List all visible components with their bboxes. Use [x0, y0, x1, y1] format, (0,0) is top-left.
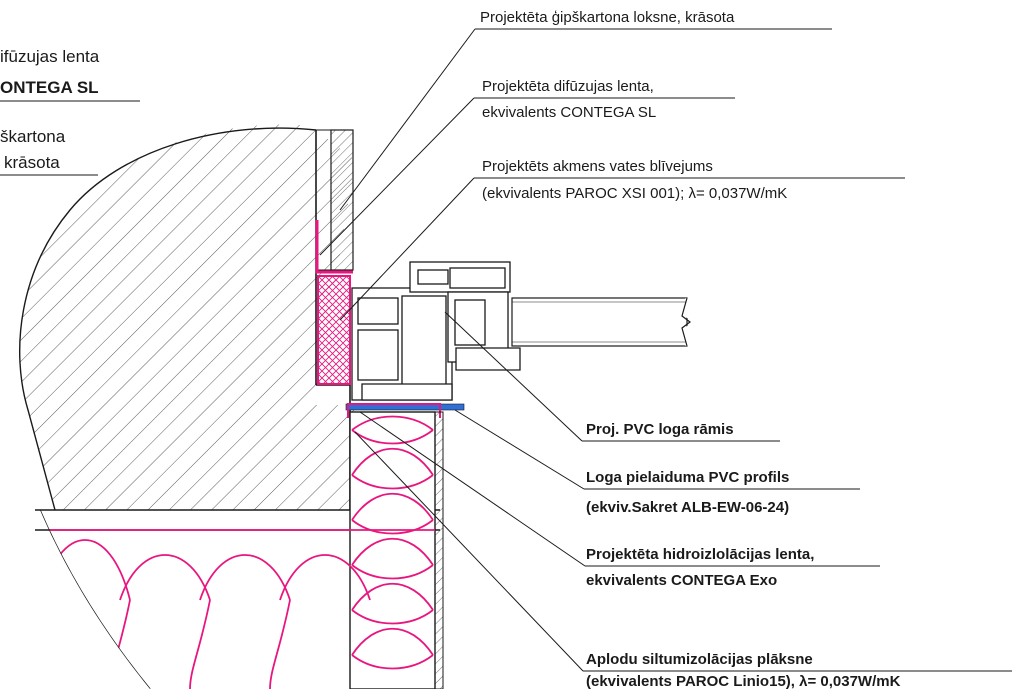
- glass-pane: [511, 297, 698, 347]
- label-sill-profile-2: (ekviv.Sakret ALB-EW-06-24): [586, 499, 789, 516]
- hydro-tape: [347, 403, 441, 418]
- facade-insulation: [40, 510, 435, 689]
- label-sill-profile-1: Loga pielaiduma PVC profils: [586, 469, 789, 486]
- label-insulation-1: Aplodu siltumizolācijas plāksne: [586, 651, 813, 668]
- gypsum-board: [315, 129, 354, 271]
- cropped-label-3: škartona: [0, 127, 66, 146]
- label-hydro-2: ekvivalents CONTEGA Exo: [586, 572, 777, 589]
- cropped-label-2: ONTEGA SL: [0, 78, 99, 97]
- cropped-label-4: krāsota: [4, 153, 60, 172]
- label-gypsum: Projektēta ģipškartona loksne, krāsota: [480, 9, 735, 26]
- pvc-window-frame: [351, 261, 521, 401]
- diffusion-tape: [315, 220, 353, 274]
- label-stone-wool-1: Projektēts akmens vates blīvejums: [482, 158, 713, 175]
- cropped-label-1: ifūzujas lenta: [0, 47, 100, 66]
- label-insulation-2: (ekvivalents PAROC Linio15), λ= 0,037W/m…: [586, 673, 901, 689]
- stone-wool-seal: [317, 275, 351, 385]
- label-stone-wool-2: (ekvivalents PAROC XSI 001); λ= 0,037W/m…: [482, 185, 787, 202]
- sill-insulation: [349, 411, 444, 689]
- label-diffusion-2: ekvivalents CONTEGA SL: [482, 104, 656, 121]
- leader-lines: [0, 28, 1012, 672]
- callout-labels: Projektēta ģipškartona loksne, krāsota P…: [0, 9, 901, 689]
- label-pvc-frame: Proj. PVC loga rāmis: [586, 421, 734, 438]
- label-diffusion-1: Projektēta difūzujas lenta,: [482, 78, 654, 95]
- label-hydro-1: Projektēta hidroizlolācijas lenta,: [586, 546, 814, 563]
